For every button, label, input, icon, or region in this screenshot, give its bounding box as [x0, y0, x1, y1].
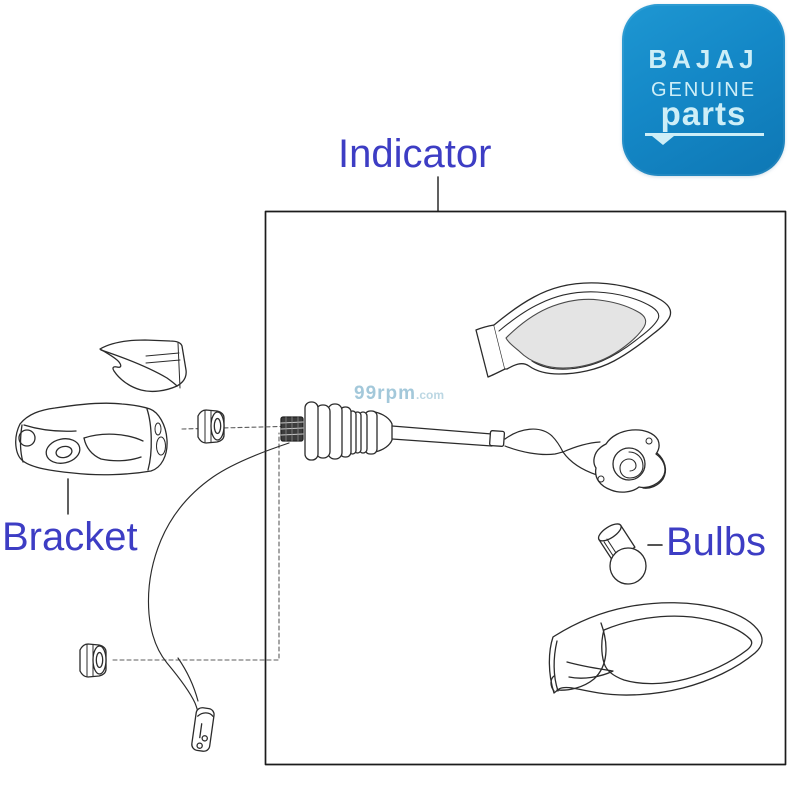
mounting-bracket-icon [15, 402, 168, 476]
watermark: 99rpm.com [354, 383, 444, 405]
flange-nut-lower-icon [79, 643, 107, 678]
flange-nut-upper-icon [197, 409, 225, 444]
stem-with-rubber-boot-icon [304, 401, 506, 461]
badge-underline [645, 133, 764, 136]
label-bulbs: Bulbs [666, 520, 767, 564]
watermark-suffix: .com [416, 388, 445, 402]
watermark-main: 99rpm [354, 383, 417, 404]
indicator-lens-icon [475, 282, 672, 378]
assembly-dashed-guides [112, 425, 301, 661]
bulb-icon [597, 523, 647, 585]
trim-fin-icon [99, 339, 187, 393]
badge-parts-text: parts [660, 95, 747, 132]
bulb-holder-socket-icon [593, 429, 667, 493]
threaded-stud-icon [280, 416, 304, 442]
wiring-lead-icon [147, 442, 290, 715]
label-bracket: Bracket [2, 515, 138, 559]
label-indicator: Indicator [338, 132, 492, 176]
bajaj-genuine-parts-badge: BAJAJ GENUINE parts [622, 4, 785, 176]
indicator-housing-icon [548, 602, 763, 696]
badge-brand-text: BAJAJ [648, 44, 759, 74]
stem-twist-icon [504, 428, 601, 476]
badge-arrow-icon [652, 136, 674, 145]
badge-genuine-text: GENUINE [650, 79, 757, 101]
leader-lines [67, 176, 663, 546]
wire-connector-icon [191, 707, 215, 752]
diagram-frame-box [264, 210, 787, 766]
